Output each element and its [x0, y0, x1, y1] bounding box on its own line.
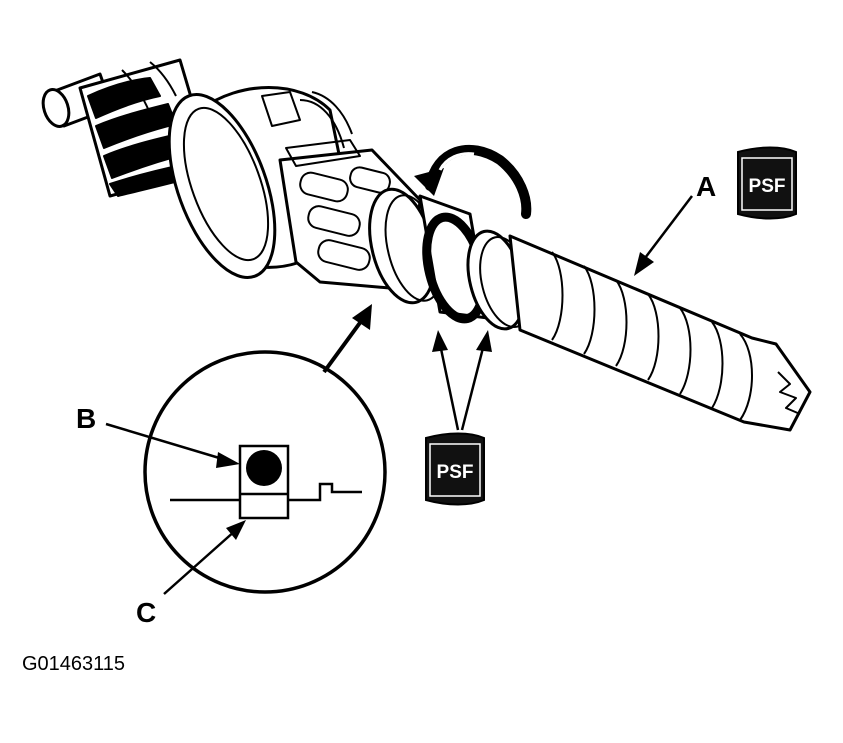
- rotation-arrow: [414, 144, 532, 219]
- leader-lines: [105, 195, 693, 595]
- callout-c: C: [136, 597, 156, 628]
- psf-badge-bottom: PSF: [425, 432, 485, 506]
- psf-badge-bottom-label: PSF: [437, 462, 474, 483]
- o-ring-cross-section: [246, 450, 282, 486]
- callout-b: B: [76, 403, 96, 434]
- detail-inset: [143, 350, 387, 594]
- psf-badge-top: PSF: [737, 146, 797, 220]
- figure-id: G01463115: [22, 653, 125, 675]
- ribbed-shaft: [508, 234, 812, 432]
- callout-a: A: [696, 171, 716, 202]
- psf-badge-top-label: PSF: [749, 176, 786, 197]
- pinion-shaft-assembly: [41, 58, 812, 432]
- groove-profile: [170, 482, 362, 502]
